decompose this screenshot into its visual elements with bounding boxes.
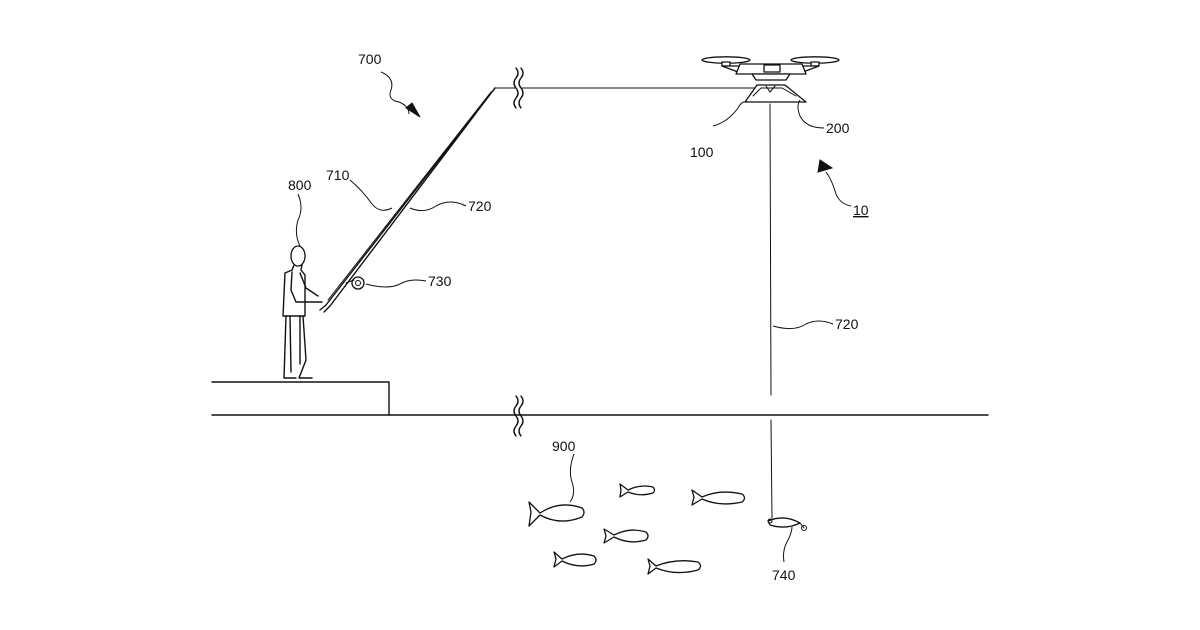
pier (212, 382, 988, 415)
lure (768, 518, 807, 531)
drone (702, 57, 839, 102)
label-700: 700 (358, 51, 382, 67)
reel (346, 277, 364, 289)
label-710: 710 (326, 167, 350, 183)
arrow-10 (818, 160, 832, 172)
label-720-rod: 720 (468, 198, 492, 214)
label-900: 900 (552, 438, 576, 454)
label-800: 800 (288, 177, 312, 193)
break-marks (514, 68, 523, 436)
fishing-line-drop (770, 104, 772, 518)
fish-school (529, 484, 745, 574)
label-10: 10 (853, 202, 869, 218)
label-100: 100 (690, 144, 714, 160)
reference-labels: 700 710 720 800 730 100 200 10 720 900 7… (288, 51, 869, 583)
angler (283, 246, 322, 378)
label-730: 730 (428, 273, 452, 289)
leader-lines (296, 72, 851, 562)
label-740: 740 (772, 567, 796, 583)
label-720-drop: 720 (835, 316, 859, 332)
label-200: 200 (826, 120, 850, 136)
